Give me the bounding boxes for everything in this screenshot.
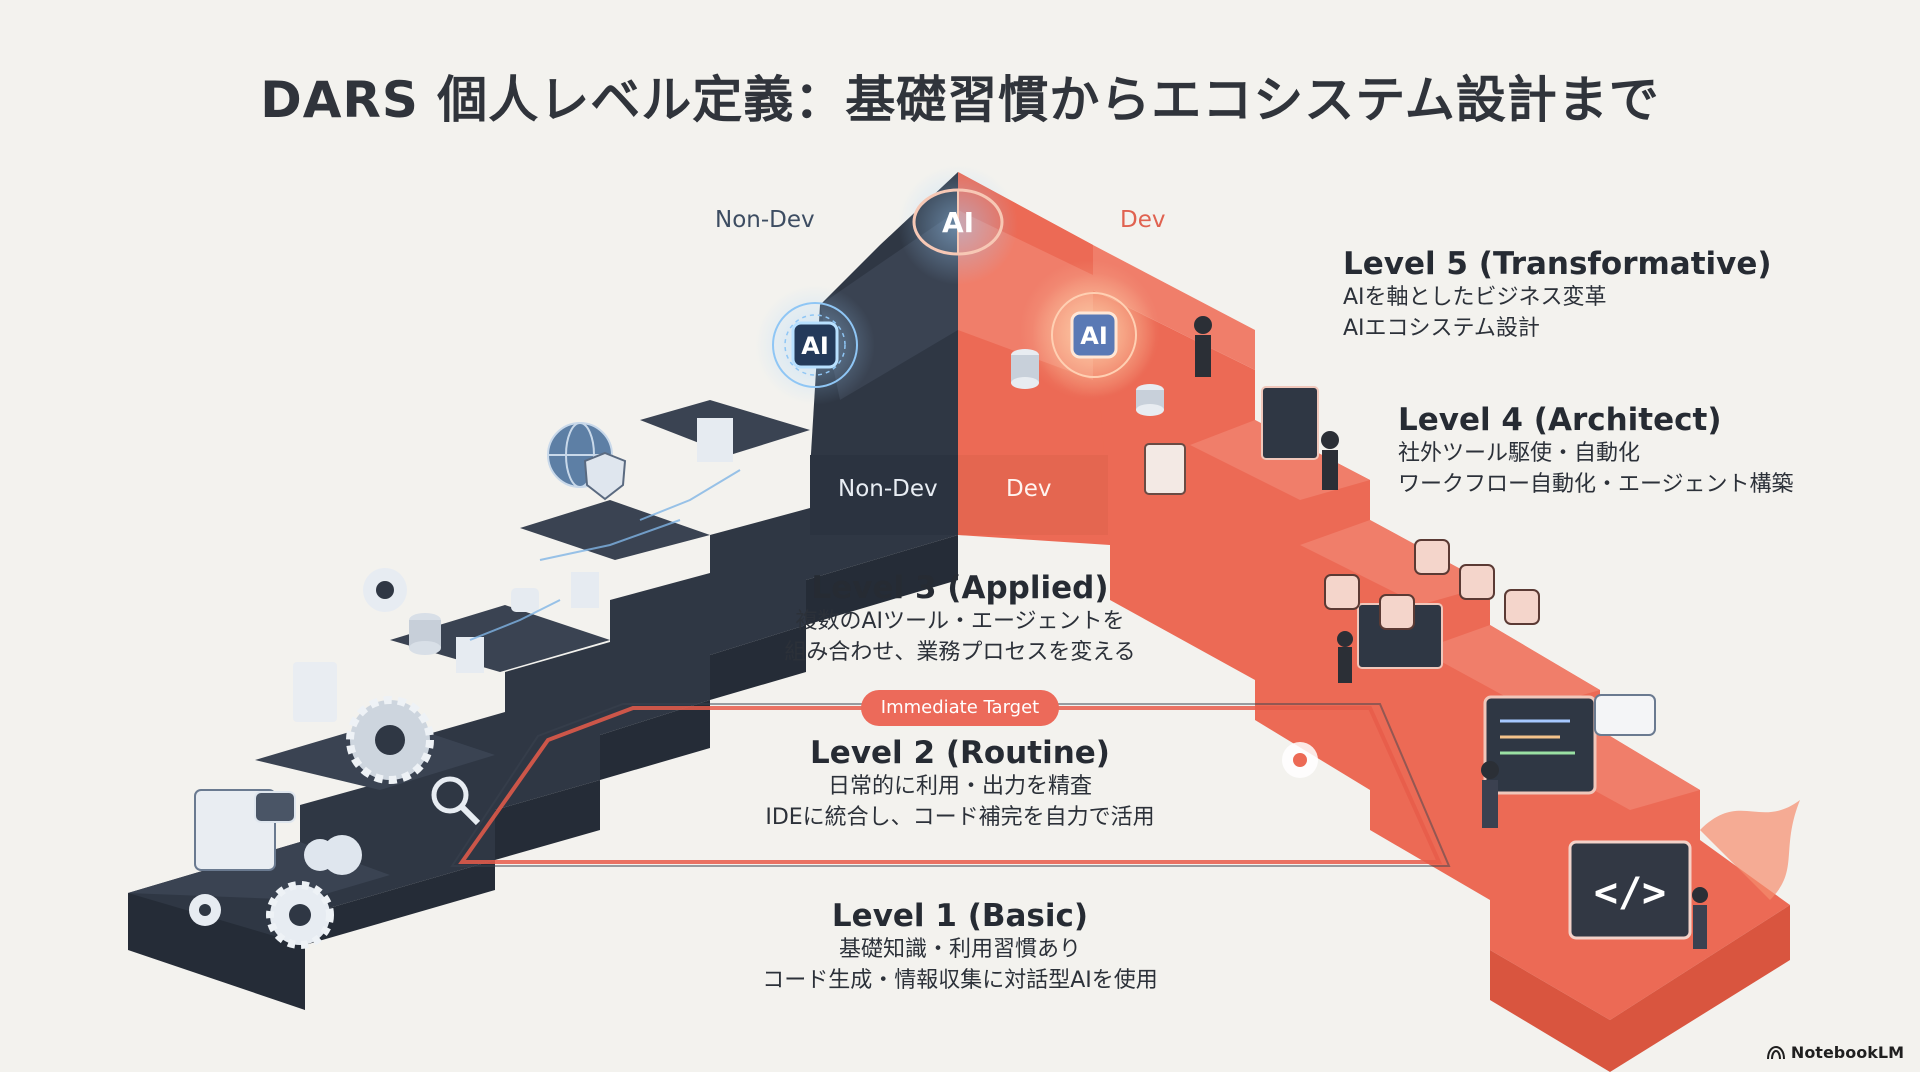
flowchart-icon: [697, 418, 733, 462]
monitor-icon: [1145, 444, 1185, 494]
shield-icon: [585, 453, 625, 499]
svg-text:AI: AI: [942, 206, 974, 239]
svg-text:AI: AI: [1080, 322, 1108, 350]
level-3-line-1: 複数のAIツール・エージェントを: [610, 606, 1310, 637]
gear-icon: [350, 700, 430, 780]
gear-icon: [363, 568, 407, 612]
level-5-line-2: AIエコシステム設計: [1343, 313, 1863, 344]
document-icon: [456, 637, 484, 673]
level-5-line-1: AIを軸としたビジネス変革: [1343, 282, 1863, 313]
person-icon: [1337, 631, 1353, 683]
chat-icon: [1595, 695, 1655, 735]
ai-chip-icon: AI: [755, 285, 875, 405]
level-4-title: Level 4 (Architect): [1398, 402, 1898, 438]
level-4-line-1: 社外ツール駆使・自動化: [1398, 438, 1898, 469]
person-icon: [1321, 431, 1339, 490]
non-dev-top-label: Non-Dev: [715, 207, 815, 233]
monitor-icon: [1485, 697, 1595, 793]
level-1-line-2: コード生成・情報収集に対話型AIを使用: [610, 965, 1310, 996]
person-icon: [1194, 316, 1212, 377]
level-1-title: Level 1 (Basic): [610, 898, 1310, 934]
level-1-block: Level 1 (Basic) 基礎知識・利用習慣あり コード生成・情報収集に対…: [610, 898, 1310, 996]
level-3-block: Level 3 (Applied) 複数のAIツール・エージェントを 組み合わせ…: [610, 570, 1310, 668]
level-4-block: Level 4 (Architect) 社外ツール駆使・自動化 ワークフロー自動…: [1398, 402, 1898, 500]
ai-chip-label: AI: [801, 332, 829, 360]
monitor-icon: [293, 662, 337, 722]
monitor-icon: [1262, 387, 1318, 459]
document-icon: [571, 572, 599, 608]
gear-icon: [189, 894, 221, 926]
level-5-block: Level 5 (Transformative) AIを軸としたビジネス変革 A…: [1343, 246, 1863, 344]
gear-icon: [270, 885, 330, 945]
level-3-line-2: 組み合わせ、業務プロセスを変える: [610, 637, 1310, 668]
level-3-title: Level 3 (Applied): [610, 570, 1310, 606]
person-icon: [1692, 887, 1708, 949]
non-dev-inner-label: Non-Dev: [838, 476, 938, 502]
level-4-line-2: ワークフロー自動化・エージェント構築: [1398, 469, 1898, 500]
svg-text:</>: </>: [1594, 870, 1666, 916]
level-2-block: Level 2 (Routine) 日常的に利用・出力を精査 IDEに統合し、コ…: [610, 735, 1310, 833]
brand-label: NotebookLM: [1791, 1043, 1904, 1062]
level-2-title: Level 2 (Routine): [610, 735, 1310, 771]
chat-icon: [511, 588, 539, 612]
database-icon: [409, 613, 441, 655]
cloud-icon: [304, 835, 362, 875]
database-icon: [1011, 349, 1039, 389]
level-1-line-1: 基礎知識・利用習慣あり: [610, 934, 1310, 965]
database-icon: [1136, 384, 1164, 416]
dev-inner-label: Dev: [1006, 476, 1051, 502]
code-window-icon: </>: [1570, 842, 1690, 938]
person-icon: [1481, 761, 1499, 828]
ai-chip-icon: AI: [1032, 273, 1156, 397]
notebook-logo-icon: [1767, 1046, 1785, 1060]
dev-top-label: Dev: [1120, 207, 1165, 233]
immediate-target-badge: Immediate Target: [861, 690, 1059, 726]
level-5-title: Level 5 (Transformative): [1343, 246, 1863, 282]
brand-mark: NotebookLM: [1767, 1043, 1904, 1062]
level-2-line-2: IDEに統合し、コード補完を自力で活用: [610, 802, 1310, 833]
level-2-line-1: 日常的に利用・出力を精査: [610, 771, 1310, 802]
